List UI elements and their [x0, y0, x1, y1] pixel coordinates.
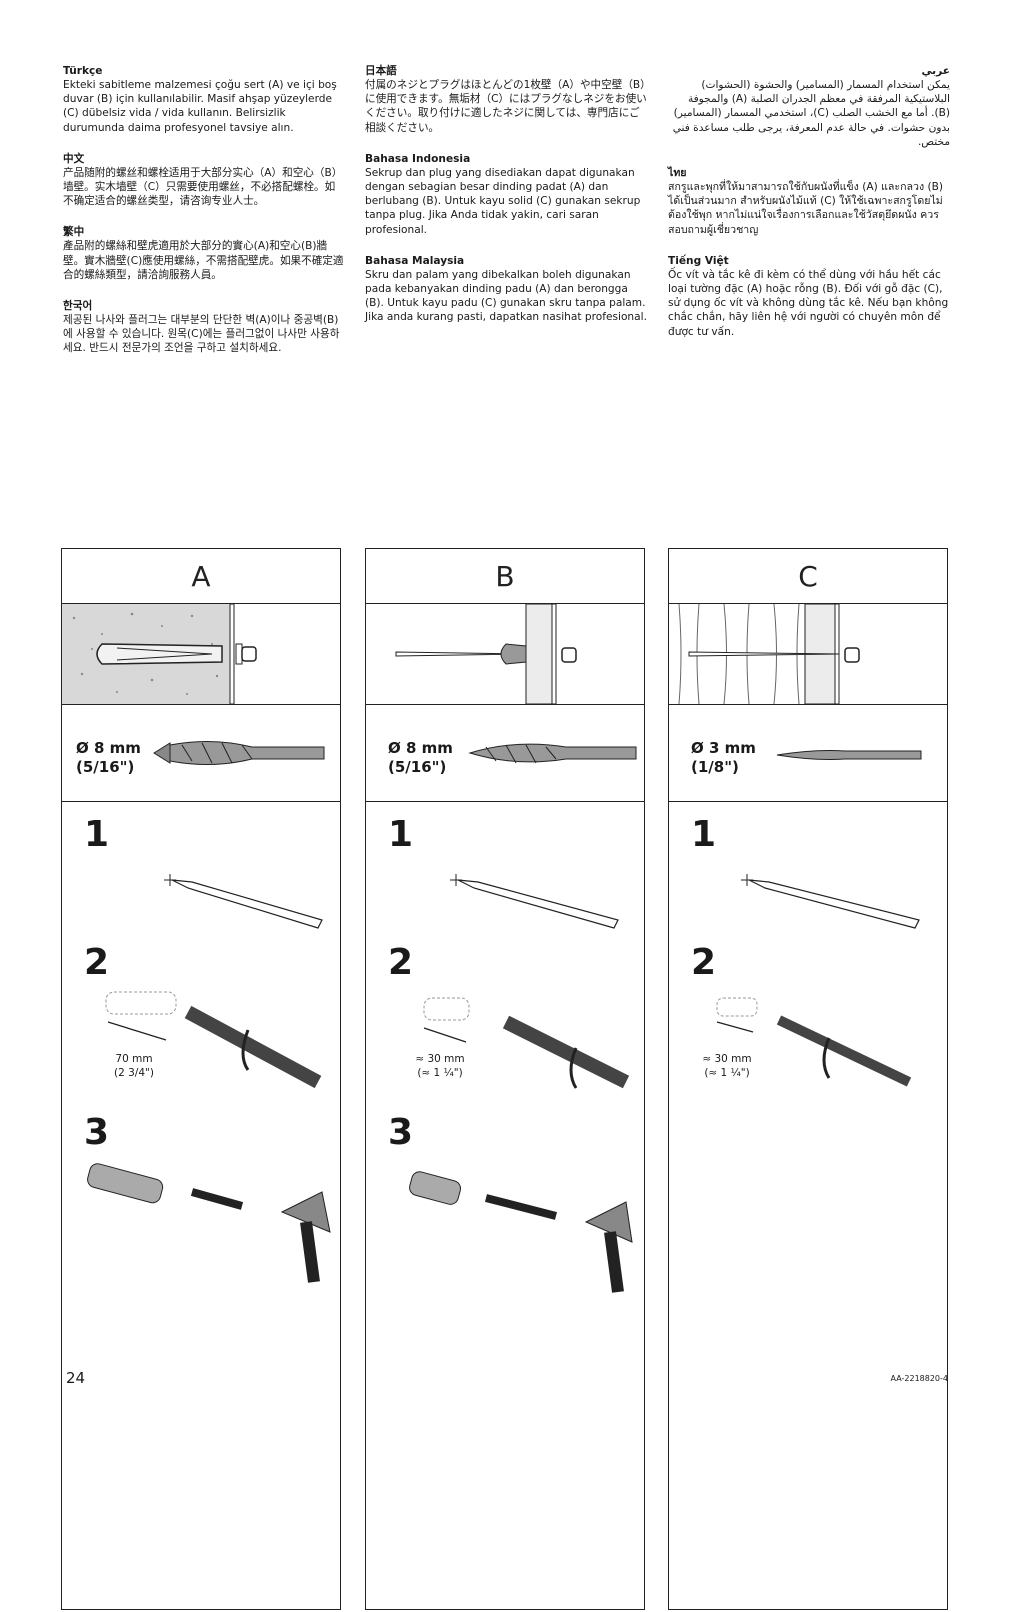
drill-into-wall-illustration [716, 997, 912, 1087]
panel-title: C [669, 549, 947, 604]
hole-depth-mm: ≈ 30 mm [702, 1053, 752, 1065]
drill-diameter-mm: Ø 3 mm [691, 739, 756, 757]
drill-bit-icon [153, 740, 325, 766]
panel-title: B [366, 549, 644, 604]
step-number: 1 [84, 814, 110, 855]
step-number: 2 [84, 942, 110, 983]
text-column-2: 日本語 付属のネジとプラグはほとんどの1枚壁（A）や中空壁（B）に使用できます。… [365, 64, 647, 342]
lang-title-th: ไทย [668, 167, 687, 180]
pencil-icon [450, 874, 619, 929]
hammer-plug-illustration [87, 1163, 331, 1283]
drill-bit-spec: Ø 8 mm (5/16") [62, 705, 340, 802]
steps-area: 1 2 ≈ 30 mm (≈ 1 ¼") 3 [366, 802, 644, 1612]
lang-title-tr: Türkçe [63, 65, 103, 77]
step-number: 2 [691, 942, 717, 983]
drill-bit-icon [776, 750, 922, 760]
drill-bit-spec: Ø 8 mm (5/16") [366, 705, 644, 802]
lang-text-ko: 제공된 나사와 플러그는 대부분의 단단한 벽(A)이나 중공벽(B)에 사용할… [63, 314, 340, 355]
lang-title-zht: 繁中 [63, 226, 85, 239]
drill-diameter-mm: Ø 8 mm [388, 739, 453, 757]
panel-c: C Ø 3 mm (1/8") 1 2 [668, 548, 948, 1610]
hole-depth-in: (≈ 1 ¼") [704, 1067, 750, 1079]
lang-text-th: สกรูและพุกที่ให้มาสามารถใช้กับผนังที่แข็… [668, 181, 944, 236]
step-number: 3 [84, 1112, 110, 1153]
lang-title-ko: 한국어 [63, 300, 93, 313]
hole-depth-mm: ≈ 30 mm [415, 1053, 465, 1065]
hole-depth-mm: 70 mm [115, 1053, 153, 1065]
drill-into-wall-illustration [105, 991, 322, 1089]
drill-bit-spec: Ø 3 mm (1/8") [669, 705, 947, 802]
hollow-wall-illustration [366, 604, 644, 705]
text-column-3: عربي يمكن استخدام المسمار (المسامير) وال… [668, 64, 950, 356]
lang-text-zht: 產品附的螺絲和壁虎適用於大部分的實心(A)和空心(B)牆壁。實木牆壁(C)應使用… [63, 240, 344, 281]
drill-bit-icon [468, 743, 637, 764]
hole-depth-in: (2 3/4") [114, 1067, 154, 1079]
lang-text-tr: Ekteki sabitleme malzemesi çoğu sert (A)… [63, 79, 337, 134]
solid-wood-wall-illustration [669, 604, 947, 705]
hammer-plug-illustration [409, 1171, 633, 1293]
lang-text-vi: Ốc vít và tắc kê đi kèm có thể dùng với … [668, 268, 949, 338]
lang-title-ms: Bahasa Malaysia [365, 254, 465, 267]
lang-title-zh: 中文 [63, 152, 85, 165]
lang-text-zh: 产品随附的螺丝和螺栓适用于大部分实心（A）和空心（B）墙壁。实木墙壁（C）只需要… [63, 166, 343, 208]
drill-diameter-in: (5/16") [388, 758, 447, 776]
lang-text-id: Sekrup dan plug yang disediakan dapat di… [365, 166, 641, 236]
drill-diameter-mm: Ø 8 mm [76, 739, 141, 757]
lang-title-vi: Tiếng Việt [668, 254, 729, 267]
step-number: 1 [691, 814, 717, 855]
hole-depth-in: (≈ 1 ¼") [417, 1067, 463, 1079]
text-column-1: Türkçe Ekteki sabitleme malzemesi çoğu s… [63, 64, 345, 373]
panel-a: A Ø 8 mm (5/16") 1 [61, 548, 341, 1610]
drill-diameter-in: (5/16") [76, 758, 135, 776]
steps-area: 1 2 ≈ 30 mm (≈ 1 ¼") [669, 802, 947, 1612]
step-number: 1 [388, 814, 414, 855]
lang-title-ja: 日本語 [365, 65, 397, 77]
lang-text-ar: يمكن استخدام المسمار (المسامير) والحشوة … [672, 79, 950, 148]
pencil-icon [741, 874, 920, 929]
drill-diameter-in: (1/8") [691, 758, 739, 776]
panel-title: A [62, 549, 340, 604]
pencil-icon [164, 874, 323, 929]
step-number: 3 [388, 1112, 414, 1153]
lang-text-ms: Skru dan palam yang dibekalkan boleh dig… [365, 268, 647, 324]
document-id: AA-2218820-4 [890, 1374, 948, 1383]
step-number: 2 [388, 942, 414, 983]
page-number: 24 [66, 1369, 86, 1387]
lang-title-ar: عربي [921, 65, 950, 77]
drill-into-wall-illustration [423, 997, 630, 1089]
solid-wall-illustration [62, 604, 340, 705]
lang-text-ja: 付属のネジとプラグはほとんどの1枚壁（A）や中空壁（B）に使用できます。無垢材（… [365, 79, 647, 134]
steps-area: 1 2 70 mm (2 3/4") 3 [62, 802, 340, 1612]
panel-b: B Ø 8 mm (5/16") 1 2 [365, 548, 645, 1610]
lang-title-id: Bahasa Indonesia [365, 152, 471, 165]
